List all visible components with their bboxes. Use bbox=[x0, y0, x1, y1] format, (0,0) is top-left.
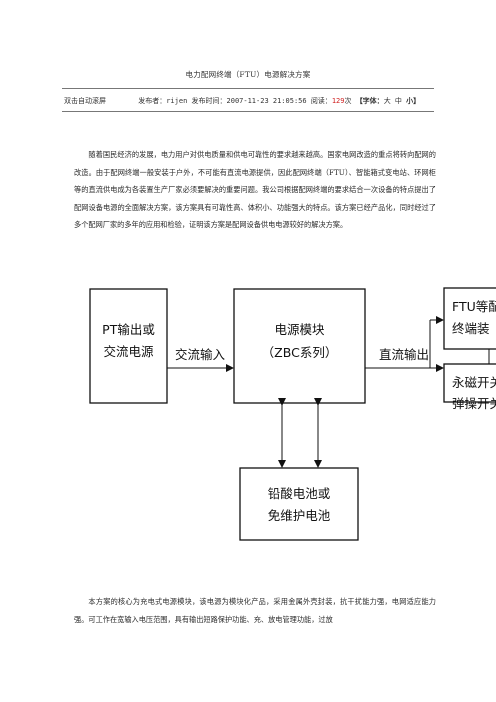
battery-label-1: 铅酸电池或 bbox=[268, 486, 331, 501]
core-paragraph: 本方案的核心为充电式电源模块，该电源为模块化产品，采用金属外壳封装，抗干扰能力强… bbox=[74, 597, 436, 624]
publish-time: 2007-11-23 21:05:56 bbox=[226, 97, 307, 105]
pt-source-box bbox=[89, 288, 168, 404]
author-name: rijen bbox=[166, 97, 188, 105]
font-size-label: 【字体： bbox=[355, 96, 384, 105]
switch-label-1: 永磁开关 bbox=[452, 375, 496, 390]
intro-paragraph: 随着国民经济的发展，电力用户对供电质量和供电可靠性的要求越来越高。国家电网改造的… bbox=[74, 150, 436, 229]
meta-divider bbox=[62, 111, 434, 112]
switch-box bbox=[443, 363, 496, 403]
read-count: 129 bbox=[331, 97, 345, 105]
pt-source-label-2: 交流电源 bbox=[103, 344, 154, 359]
switch-label-2: 弹操开关 bbox=[452, 396, 496, 411]
font-size-medium-link[interactable]: 中 bbox=[394, 97, 402, 105]
ftu-terminal-label-2: 终端装 bbox=[452, 321, 490, 336]
reads-unit: 次 bbox=[344, 97, 352, 105]
battery-box bbox=[239, 467, 359, 541]
font-size-large-link[interactable]: 大 bbox=[383, 97, 391, 105]
power-module-box bbox=[233, 288, 366, 404]
author-label: 发布者： bbox=[138, 97, 167, 105]
publish-time-label: 发布时间： bbox=[191, 97, 227, 105]
page-title: 电力配网终端（FTU）电源解决方案 bbox=[185, 70, 311, 79]
reads-label: 阅读： bbox=[310, 97, 332, 105]
font-size-small-link[interactable]: 小】 bbox=[406, 96, 421, 105]
ftu-terminal-label-1: FTU等配 bbox=[452, 299, 496, 314]
power-module-label: 电源模块 bbox=[274, 322, 325, 337]
power-module-series: （ZBC系列） bbox=[262, 345, 338, 360]
dc-output-label: 直流输出 bbox=[379, 347, 429, 362]
ftu-terminal-box bbox=[443, 287, 496, 350]
title-divider bbox=[62, 88, 434, 89]
auto-scroll-hint[interactable]: 双击自动滚屏 bbox=[64, 97, 106, 105]
ac-input-label: 交流输入 bbox=[175, 347, 226, 362]
pt-source-label-1: PT输出或 bbox=[102, 322, 155, 337]
article-meta: 双击自动滚屏 发布者：rijen 发布时间：2007-11-23 21:05:5… bbox=[64, 96, 436, 106]
battery-label-2: 免维护电池 bbox=[268, 508, 331, 523]
